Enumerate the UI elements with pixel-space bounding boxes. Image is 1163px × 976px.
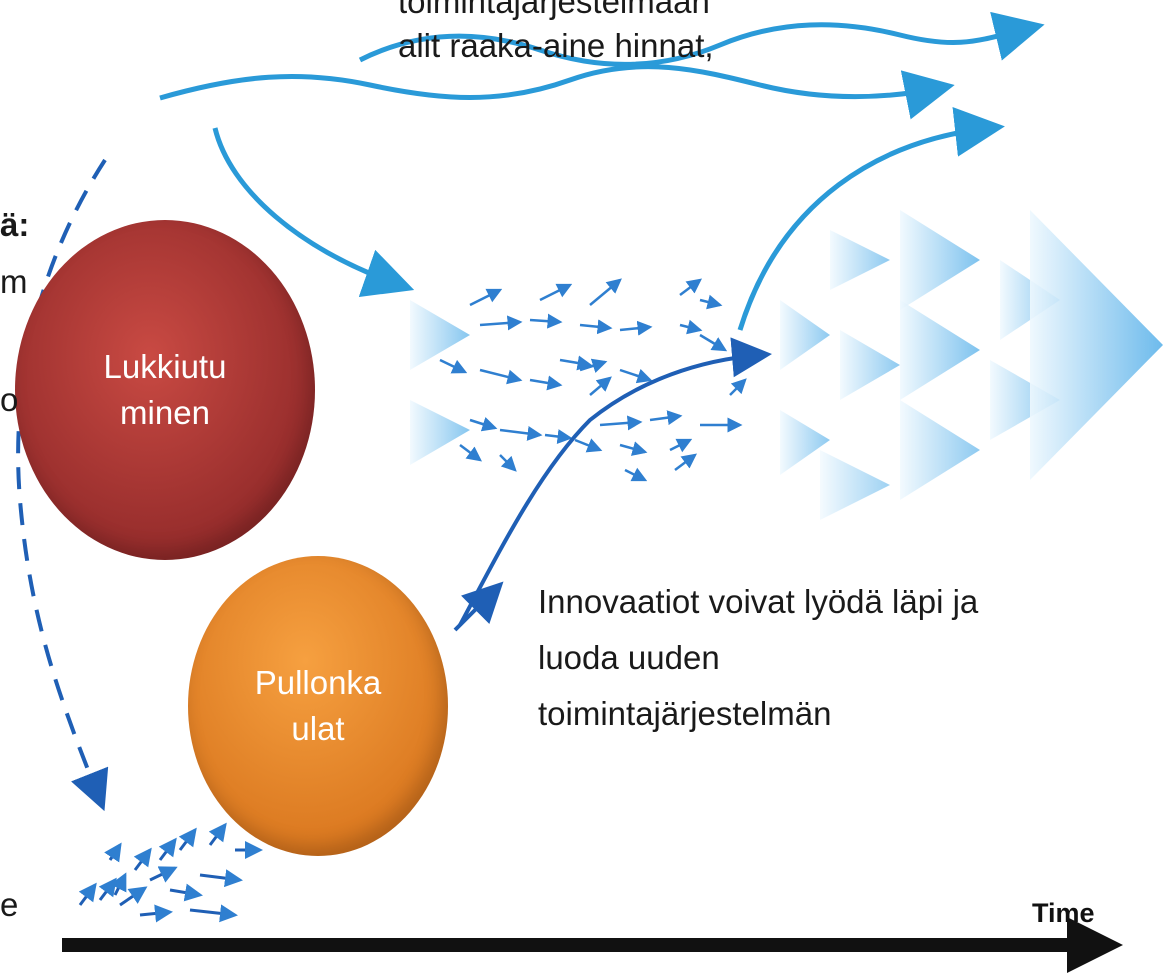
wavy-arrow-1	[358, 11, 1045, 67]
lock-in-circle	[15, 220, 315, 560]
innovation-arrow-head-lower	[453, 581, 504, 632]
lock-in-label: Lukkiutu minen	[15, 220, 315, 560]
left-fragment-colon: ä:	[0, 206, 30, 243]
left-fragment-m: m	[0, 263, 28, 300]
left-fragment-e: e	[0, 886, 19, 923]
flow-triangles-right	[780, 210, 1163, 520]
scattered-arrows-middle	[439, 278, 747, 482]
flow-triangles-left	[410, 300, 470, 465]
bottleneck-label-line2: ulat	[291, 710, 345, 747]
top-text-line1: toimintajärjestelmään	[398, 0, 710, 20]
top-text-line2: alit raaka-aine hinnat,	[398, 27, 714, 64]
bottleneck-label-line1: Pullonka	[254, 664, 382, 701]
bottleneck-circle	[188, 556, 448, 856]
innovation-text-line3: toimintajärjestelmän	[538, 695, 832, 732]
innovation-text-line1: Innovaatiot voivat lyödä läpi ja	[538, 583, 979, 620]
top-wavy-arrows	[159, 11, 1045, 331]
time-axis-label: Time	[1032, 898, 1095, 928]
curved-arrow-3	[212, 127, 415, 298]
curved-arrow-4	[737, 106, 1005, 331]
bottleneck-label: Pullonka ulat	[188, 556, 448, 856]
lock-in-label-line2: minen	[120, 394, 210, 431]
wavy-arrow-2	[159, 64, 955, 120]
left-fragment-o: o	[0, 381, 19, 418]
innovation-text-line2: luoda uuden	[538, 639, 720, 676]
innovation-breakthrough-arrow	[458, 337, 772, 626]
lock-in-label-line1: Lukkiutu	[103, 348, 227, 385]
scattered-arrows-bottom	[78, 822, 263, 923]
